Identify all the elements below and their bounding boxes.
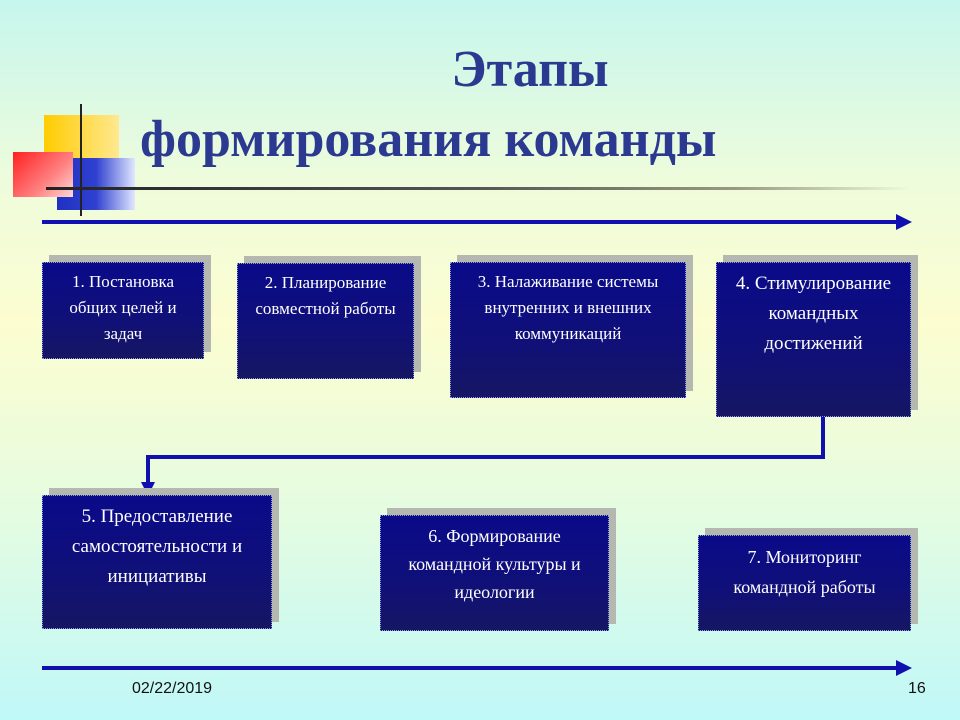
footer-date: 02/22/2019 bbox=[132, 680, 213, 697]
stage-label: 4. Стимулирование командных достижений bbox=[735, 273, 892, 354]
stage-box-4: 4. Стимулирование командных достижений bbox=[716, 262, 911, 417]
stage-box-2: 2. Планирование совместной работы bbox=[237, 263, 414, 379]
stage-box-5: 5. Предоставление самостоятельности и ин… bbox=[42, 495, 272, 629]
stage-box-6: 6. Формирование командной культуры и иде… bbox=[380, 515, 609, 631]
title-line-1: Этапы bbox=[451, 41, 609, 98]
stage-label: 5. Предоставление самостоятельности и ин… bbox=[71, 506, 243, 587]
stage-label: 6. Формирование командной культуры и иде… bbox=[408, 526, 581, 602]
connector-arrow-4-to-5 bbox=[141, 416, 825, 496]
stage-label: 2. Планирование совместной работы bbox=[255, 273, 396, 318]
page-number: 16 bbox=[908, 680, 926, 697]
stage-label: 1. Постановка общих целей и задач bbox=[69, 272, 177, 343]
stage-box-7: 7. Мониторинг командной работы bbox=[698, 535, 911, 631]
stage-box-1: 1. Постановка общих целей и задач bbox=[42, 262, 204, 359]
stage-label: 3. Налаживание системы внутренних и внеш… bbox=[477, 272, 659, 343]
title-line-2: формирования команды bbox=[140, 111, 717, 168]
decor-vertical-line bbox=[80, 104, 82, 216]
stage-label: 7. Мониторинг командной работы bbox=[733, 547, 876, 597]
stage-box-3: 3. Налаживание системы внутренних и внеш… bbox=[450, 262, 686, 398]
bottom-timeline-arrow bbox=[42, 660, 912, 676]
top-timeline-arrow bbox=[42, 214, 912, 230]
decor-horizontal-line bbox=[46, 187, 911, 190]
